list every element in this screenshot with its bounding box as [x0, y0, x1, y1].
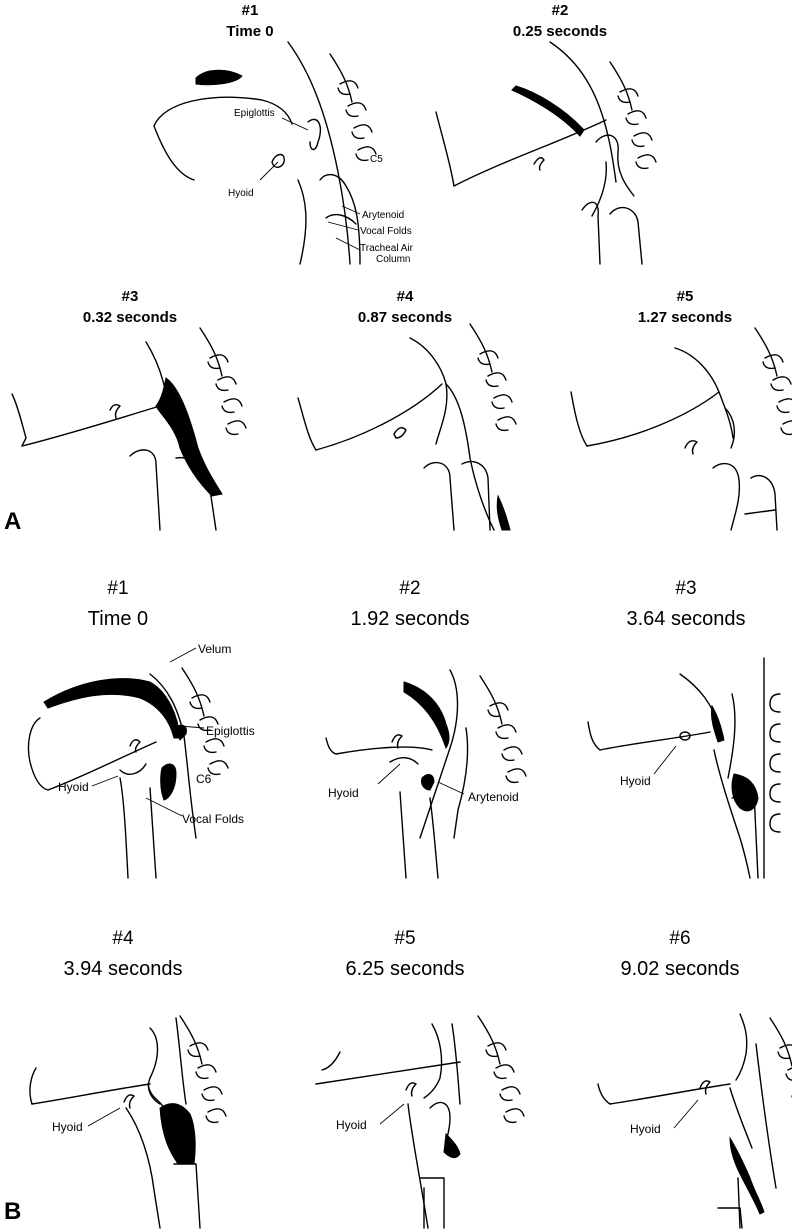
sagittal-outline — [565, 288, 792, 530]
hyoid-bone — [272, 155, 284, 168]
sagittal-outline — [580, 578, 792, 878]
label-tracheal-1: Tracheal Air — [360, 243, 413, 254]
jaw-outline — [154, 126, 194, 180]
label-velum: Velum — [198, 642, 231, 656]
sagittal-outline — [150, 2, 450, 264]
label-hyoid: Hyoid — [328, 786, 359, 800]
label-hyoid: Hyoid — [336, 1118, 367, 1132]
sagittal-outline — [0, 288, 260, 530]
bolus — [404, 682, 449, 748]
label-epiglottis: Epiglottis — [206, 724, 255, 738]
panel-b-frame-2: #2 1.92 seconds Hyoid Arytenoid — [300, 578, 570, 878]
panel-label-a: A — [4, 508, 21, 536]
sagittal-outline — [300, 578, 570, 878]
sagittal-outline — [430, 2, 690, 264]
sagittal-outline — [300, 928, 570, 1228]
bolus — [512, 86, 584, 136]
bolus — [160, 1104, 195, 1164]
label-hyoid: Hyoid — [630, 1122, 661, 1136]
bolus-lower — [421, 775, 434, 790]
panel-a-frame-1: #1 Time 0 Epiglottis Hyoid C5 Arytenoid … — [150, 2, 450, 264]
label-hyoid: Hyoid — [52, 1120, 83, 1134]
label-hyoid: Hyoid — [58, 780, 89, 794]
panel-a-frame-4: #4 0.87 seconds — [290, 288, 530, 530]
pharynx-wall — [288, 42, 350, 264]
soft-palate-bolus — [196, 70, 242, 84]
panel-a-frame-3: #3 0.32 seconds — [0, 288, 260, 530]
panel-b-frame-1: #1 Time 0 Velum Epiglottis Hyoid C6 Voca… — [0, 578, 290, 878]
bolus — [497, 496, 510, 530]
label-epiglottis: Epiglottis — [234, 108, 275, 119]
label-hyoid: Hyoid — [228, 188, 254, 199]
label-hyoid: Hyoid — [620, 774, 651, 788]
larynx — [298, 180, 306, 264]
label-vocal-folds: Vocal Folds — [182, 812, 244, 826]
panel-b-frame-4: #4 3.94 seconds Hyoid — [0, 928, 290, 1228]
epiglottis — [308, 119, 320, 149]
panel-b-frame-6: #6 9.02 seconds Hyoid — [580, 928, 792, 1228]
panel-b-frame-3: #3 3.64 seconds Hyoid — [580, 578, 792, 878]
panel-label-b: B — [4, 1198, 21, 1226]
panel-a-frame-5: #5 1.27 seconds — [565, 288, 792, 530]
sagittal-outline — [290, 288, 530, 530]
label-arytenoid: Arytenoid — [362, 210, 404, 221]
airway — [320, 175, 360, 264]
sagittal-outline — [580, 928, 792, 1228]
bolus-residue — [730, 1138, 764, 1214]
label-c6: C6 — [196, 772, 211, 786]
panel-a-frame-2: #2 0.25 seconds — [430, 2, 690, 264]
panel-b-frame-5: #5 6.25 seconds Hyoid — [300, 928, 570, 1228]
label-tracheal-2: Column — [376, 254, 410, 265]
palate-bolus — [44, 679, 180, 738]
sagittal-outline — [0, 928, 290, 1228]
label-vocal-folds: Vocal Folds — [360, 226, 412, 237]
label-c5: C5 — [370, 154, 383, 165]
label-arytenoid: Arytenoid — [468, 790, 519, 804]
pyriform-bolus — [161, 764, 176, 800]
